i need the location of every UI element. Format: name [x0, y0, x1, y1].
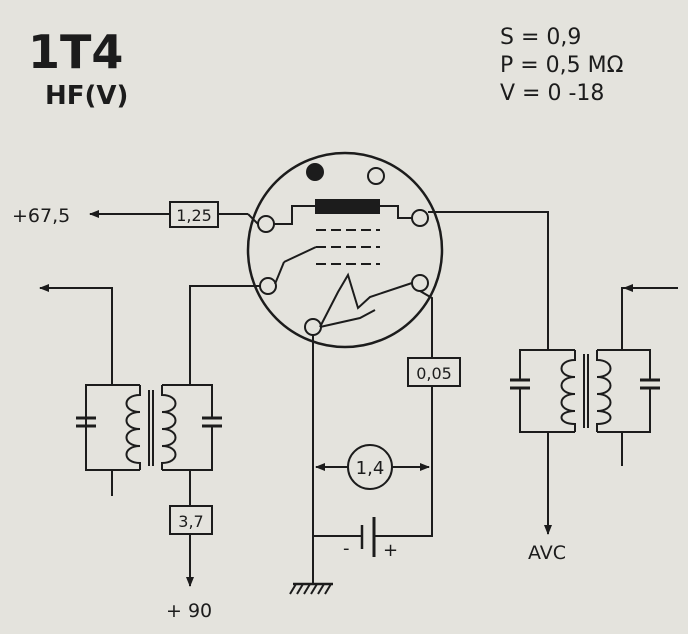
g1-resistor-value: 0,05: [416, 364, 452, 383]
screen-resistor-value: 1,25: [176, 206, 212, 225]
battery-plus-label: +: [383, 540, 398, 561]
tube-pin-screen: [257, 215, 275, 233]
screen-resistor-box: [169, 201, 219, 228]
plate-electrode: [315, 199, 380, 214]
input-transformer: [39, 284, 222, 587]
param-rho: P = 0,5 MΩ: [500, 53, 623, 78]
avc-label: AVC: [528, 542, 566, 564]
screen-voltage-label: +67,5: [12, 205, 70, 227]
tube-pin-key: [306, 163, 324, 181]
tube-pin-filament-plus: [411, 274, 429, 292]
g1-resistor-box: [407, 357, 461, 387]
tube-pin-plate: [411, 209, 429, 227]
param-s: S = 0,9: [500, 25, 581, 50]
tube-function-label: HF(V): [45, 81, 128, 111]
plate-resistor-value: 3,7: [178, 512, 203, 531]
tube-pin-grid: [259, 277, 277, 295]
tube-envelope: [246, 151, 444, 349]
tube-pin: [367, 167, 385, 185]
ground-symbol: [289, 582, 333, 595]
output-transformer: [510, 284, 678, 535]
filament: [319, 272, 413, 328]
grid-electrodes: [316, 229, 380, 265]
param-v: V = 0 -18: [500, 81, 604, 106]
battery-minus-label: -: [343, 538, 350, 559]
filament-voltage-value: 1,4: [356, 458, 385, 479]
tube-type-title: 1T4: [28, 25, 123, 79]
plate-voltage-label: + 90: [166, 600, 212, 622]
tube-pin-filament-minus: [304, 318, 322, 336]
